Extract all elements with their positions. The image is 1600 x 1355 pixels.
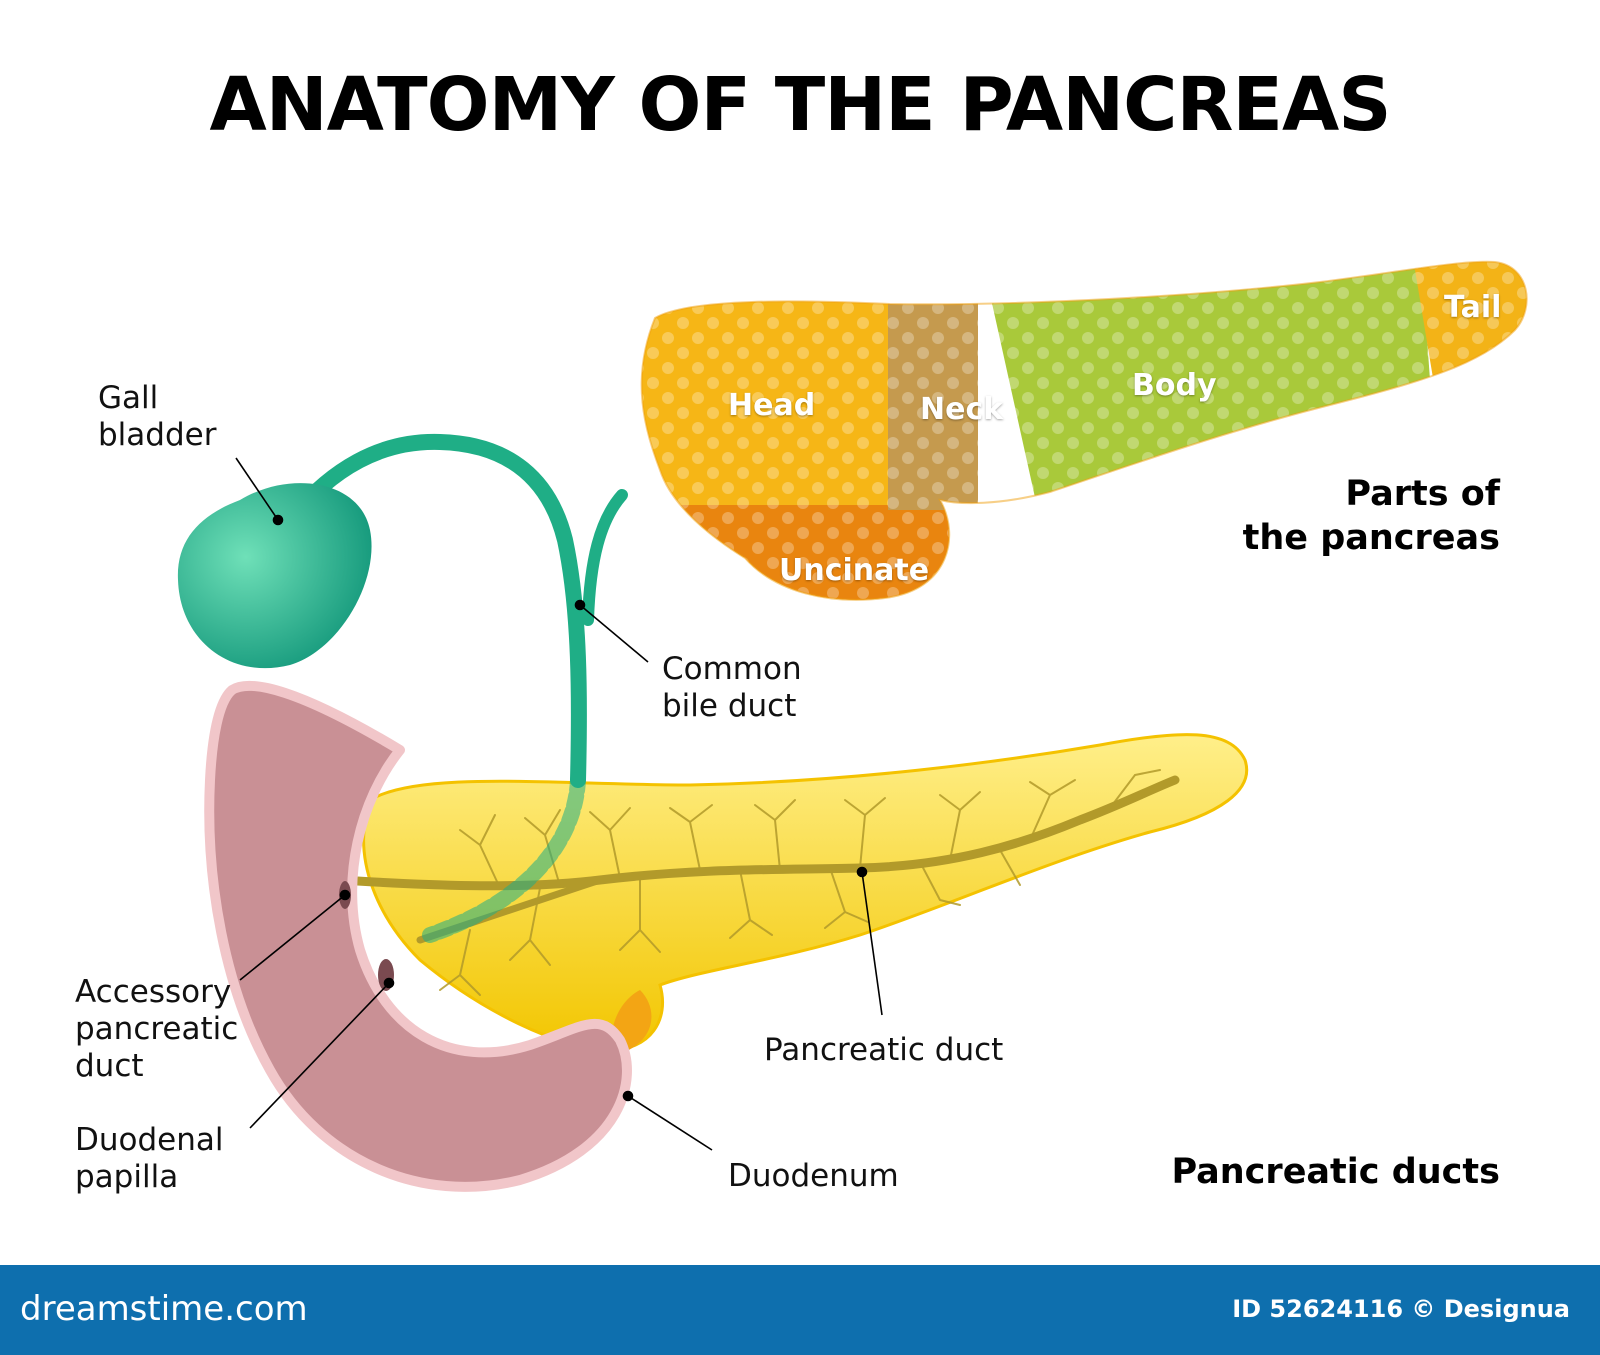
label-common-bile-duct: Common bile duct <box>662 651 802 724</box>
heading-parts-of-pancreas: Parts of the pancreas <box>1242 474 1500 558</box>
page-title: ANATOMY OF THE PANCREAS <box>209 62 1391 148</box>
footer-image-id: ID 52624116 © Designua <box>1232 1295 1570 1323</box>
label-gall-bladder: Gall bladder <box>98 380 217 453</box>
part-label-uncinate: Uncinate <box>779 553 930 588</box>
label-duodenum: Duodenum <box>728 1158 899 1194</box>
footer-bar: dreamstime.com ID 52624116 © Designua <box>0 1265 1600 1355</box>
cystic-duct <box>282 433 587 788</box>
part-label-neck: Neck <box>920 392 1004 427</box>
leader-lines <box>235 457 883 1151</box>
biliary-system <box>177 433 628 943</box>
gall-bladder-shape <box>177 483 372 669</box>
footer-logo[interactable]: dreamstime.com <box>20 1289 308 1329</box>
hepatic-duct <box>582 489 628 626</box>
heading-pancreatic-ducts: Pancreatic ducts <box>1171 1152 1500 1192</box>
part-label-tail: Tail <box>1444 290 1502 325</box>
part-label-head: Head <box>728 388 816 423</box>
label-accessory-pancreatic-duct: Accessory pancreatic duct <box>75 974 239 1084</box>
label-duodenal-papilla: Duodenal papilla <box>75 1122 224 1195</box>
pancreas-lower <box>362 733 1249 1052</box>
pancreas-ducts-illustration <box>335 733 1249 1055</box>
common-bile-duct <box>422 772 586 943</box>
pancreas-anatomy-illustration <box>177 260 1528 1192</box>
pancreas-parts-illustration <box>640 260 1528 601</box>
label-pancreatic-duct: Pancreatic duct <box>764 1032 1004 1068</box>
part-label-body: Body <box>1132 368 1217 403</box>
